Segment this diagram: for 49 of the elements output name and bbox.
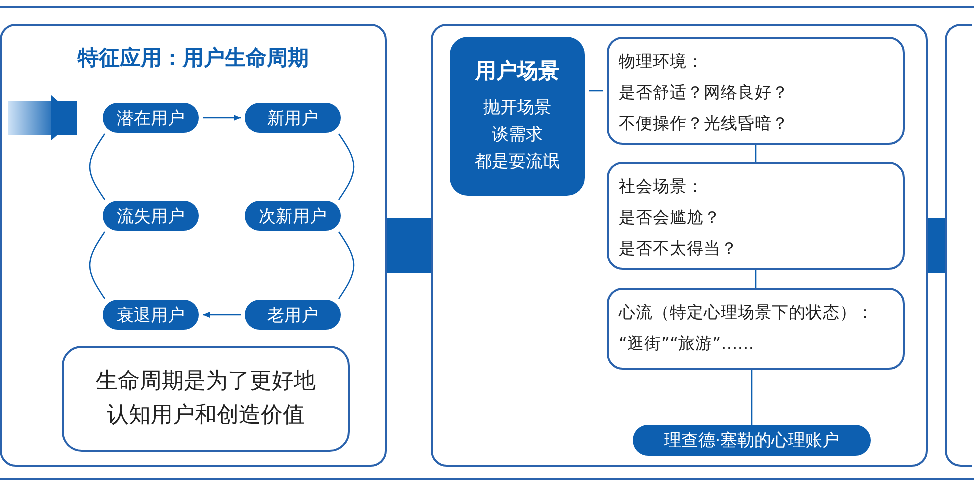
- connector-line: [755, 270, 757, 288]
- scenario-text: 心流（特定心理场景下的状态）：: [619, 302, 875, 324]
- stage-pill: [103, 300, 199, 330]
- connector-bar: [928, 218, 945, 273]
- arrow: [203, 115, 241, 121]
- reference-pill: [633, 425, 871, 456]
- pill-label: 次新用户: [259, 206, 327, 228]
- pill-label: 理查德·塞勒的心理账户: [664, 430, 840, 452]
- scenario-text: 不便操作？光线昏暗？: [619, 113, 790, 135]
- connector-line: [589, 90, 603, 92]
- panel: [945, 24, 972, 467]
- stage-pill: [245, 103, 341, 133]
- scenario-text: 物理环境：: [619, 51, 705, 73]
- scenario-box: [607, 162, 905, 270]
- pill-label: 衰退用户: [117, 304, 185, 326]
- panel-heading: 特征应用：用户生命周期: [76, 45, 310, 72]
- connector-line: [89, 232, 106, 300]
- stage-pill: [103, 201, 199, 231]
- chevron-arrow: [8, 95, 77, 141]
- connector-line: [755, 145, 757, 162]
- scenario-box: [607, 288, 905, 370]
- stage-pill: [103, 103, 199, 133]
- scenario-box: [607, 37, 905, 145]
- pill-label: 流失用户: [117, 206, 185, 228]
- panel: [0, 24, 387, 467]
- connector-line: [89, 134, 106, 200]
- card-text: 谈需求: [491, 124, 544, 147]
- stage-pill: [245, 300, 341, 330]
- pill-label: 潜在用户: [117, 108, 185, 130]
- connector-line: [338, 134, 355, 200]
- scenario-text: 社会场景：: [619, 176, 705, 198]
- connector-line: [338, 232, 355, 300]
- title-card: [450, 37, 585, 196]
- scenario-text: 是否会尴尬？: [619, 207, 722, 229]
- pill-label: 老用户: [268, 304, 318, 326]
- note-text: 生命周期是为了更好地认知用户和创造价值: [95, 368, 317, 430]
- pill-label: 新用户: [268, 108, 318, 130]
- connector-bar: [387, 218, 431, 273]
- card-title: 用户场景: [474, 58, 560, 85]
- note-box: [62, 346, 350, 452]
- scenario-text: 是否舒适？网络良好？: [619, 82, 790, 104]
- panel: [431, 24, 928, 467]
- scenario-text: 是否不太得当？: [619, 238, 739, 260]
- card-text: 抛开场景: [482, 97, 552, 120]
- scenario-text: “逛街”“旅游”……: [619, 333, 756, 355]
- card-text: 都是耍流氓: [474, 151, 561, 174]
- connector-line: [751, 370, 753, 425]
- stage-pill: [245, 201, 341, 231]
- arrow: [203, 312, 241, 318]
